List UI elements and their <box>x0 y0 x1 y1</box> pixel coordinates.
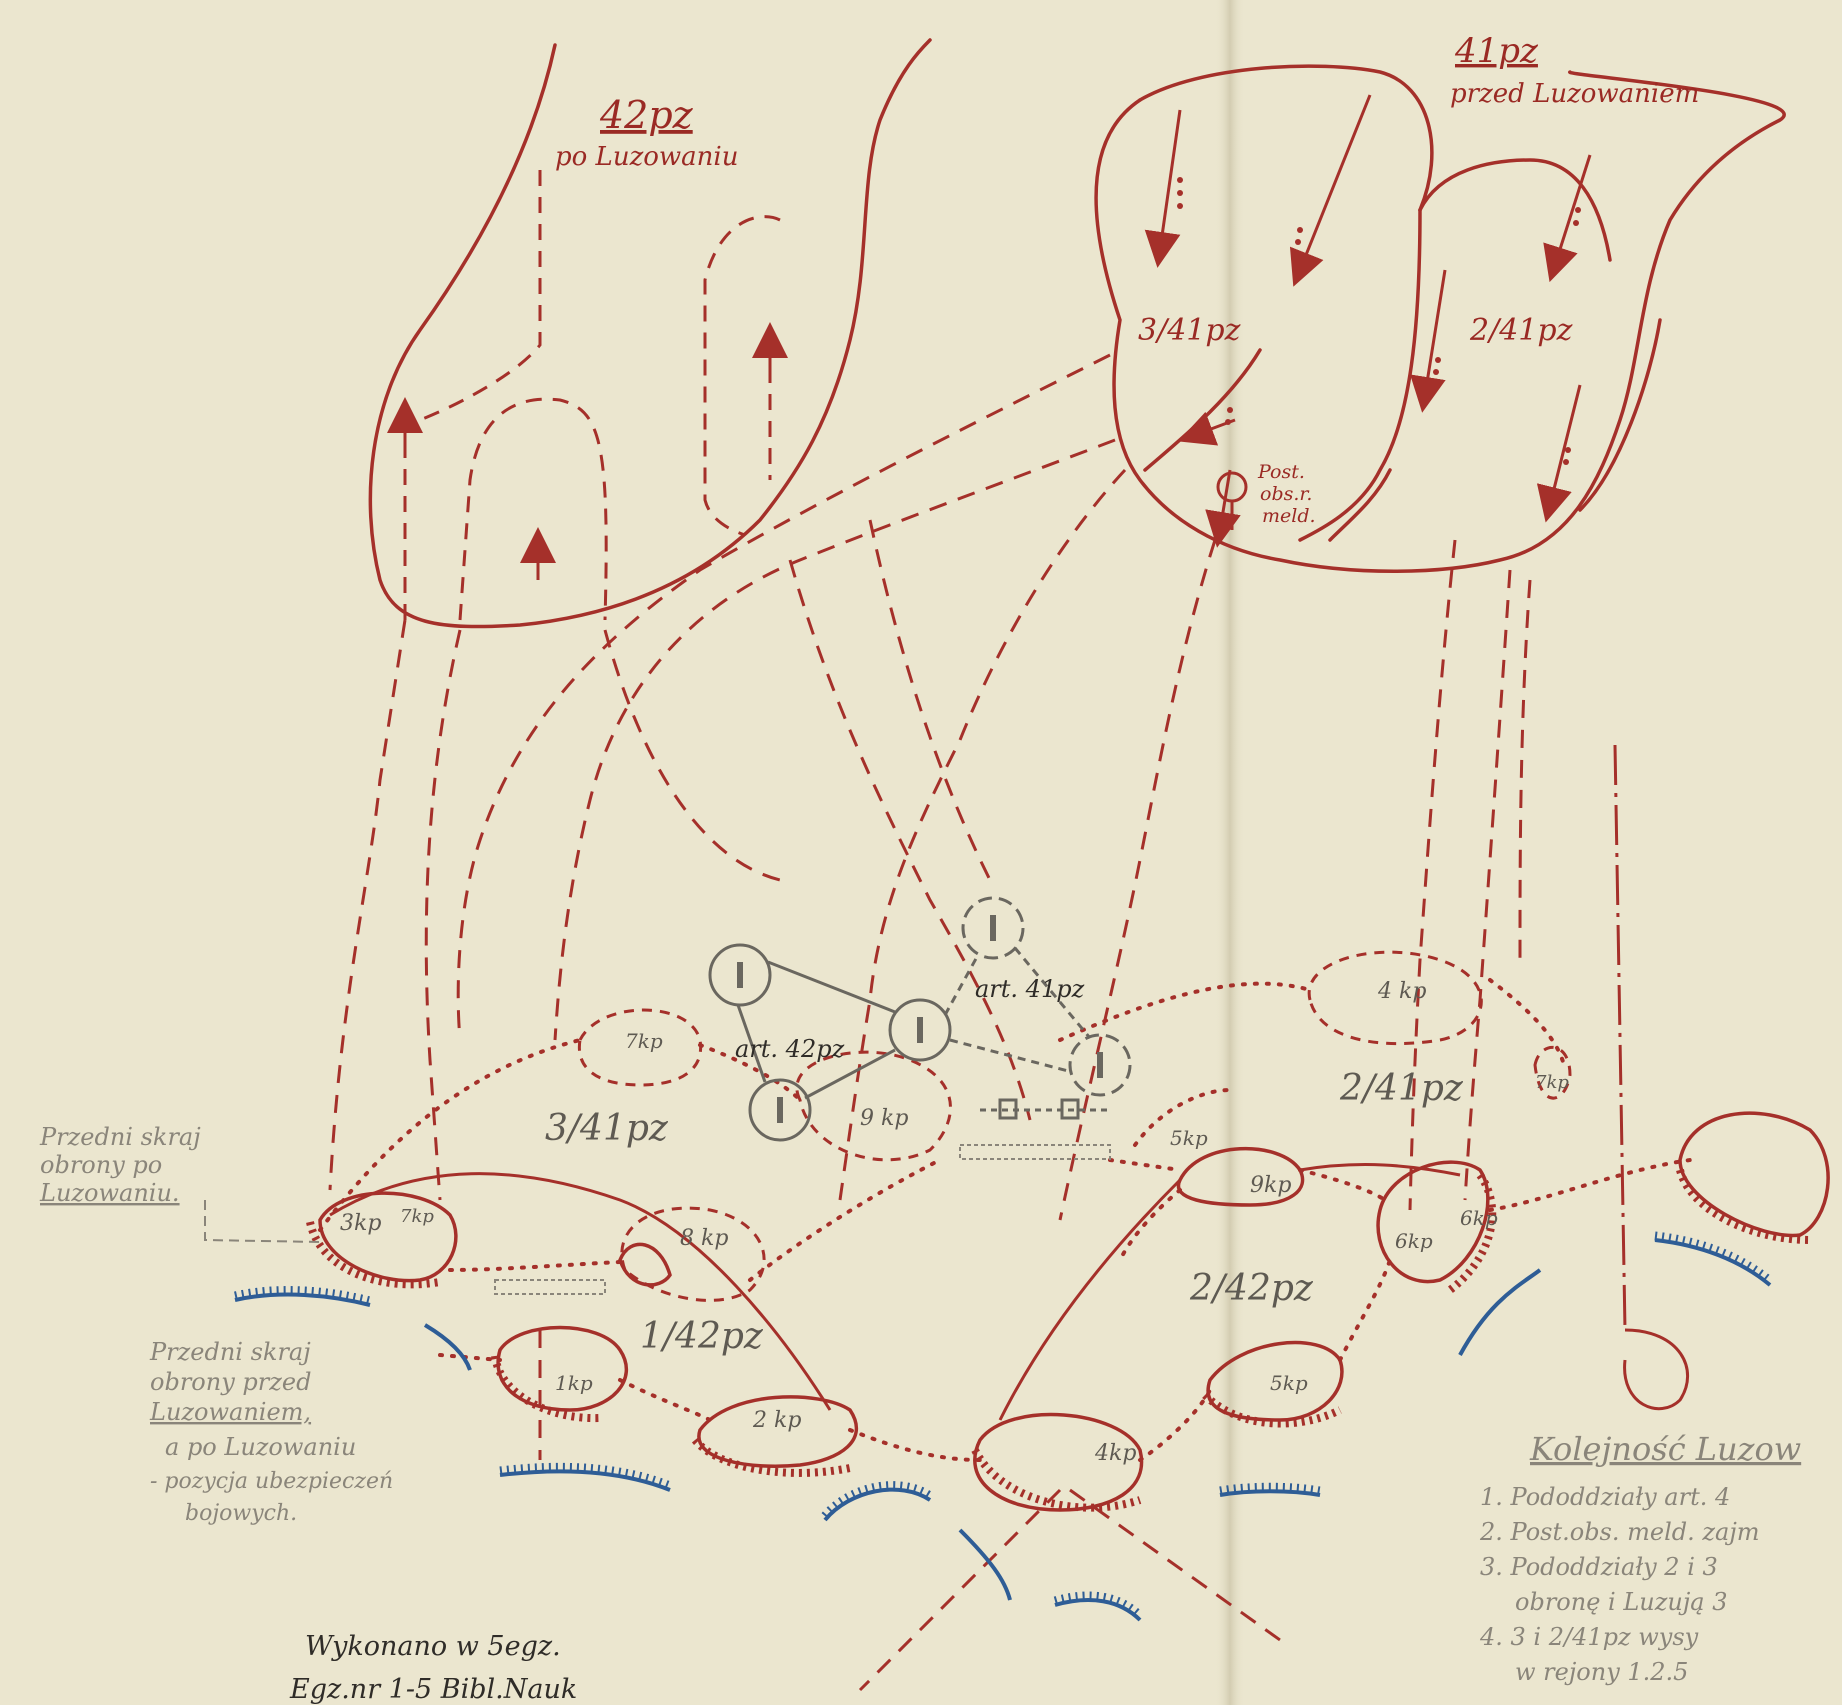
battalion-2-41-top: 2/41pz <box>1469 313 1573 348</box>
legend-item-6: w rejony 1.2.5 <box>1515 1658 1688 1686</box>
company-7kp-small: 7kp <box>400 1206 434 1227</box>
company-8kp: 8 kp <box>680 1226 728 1251</box>
company-9kp-mid: 9 kp <box>860 1106 908 1131</box>
company-5kp-low: 5kp <box>1270 1371 1308 1395</box>
observation-post-label-1: Post. <box>1257 461 1305 483</box>
battalion-2-41-low: 2/41pz <box>1339 1068 1464 1109</box>
observation-post-label-2: obs.r. <box>1260 483 1312 505</box>
company-4kp-top: 4 kp <box>1377 979 1426 1004</box>
front-edge-after-2: obrony po <box>40 1151 162 1179</box>
footer-line-2: Egz.nr 1-5 Bibl.Nauk <box>289 1674 577 1705</box>
front-edge-after-1: Przedni skraj <box>39 1123 201 1151</box>
battalion-1-42: 1/42pz <box>640 1316 764 1357</box>
artillery-41-label: art. 41pz <box>975 975 1085 1003</box>
legend-item-3: 3. Pododdziały 2 i 3 <box>1480 1553 1718 1581</box>
company-2kp: 2 kp <box>752 1408 801 1433</box>
battalion-3-41-low: 3/41pz <box>545 1108 669 1149</box>
battalion-3-41-top: 3/41pz <box>1138 313 1241 348</box>
front-edge-after-3: Luzowaniu. <box>39 1179 180 1207</box>
company-7kp-top: 7kp <box>625 1029 663 1053</box>
company-6kp-b: 6kp <box>1395 1229 1433 1253</box>
company-3kp: 3kp <box>340 1211 381 1236</box>
front-edge-before-4: a po Luzowaniu <box>165 1433 356 1461</box>
company-5kp-mid: 5kp <box>1170 1126 1208 1150</box>
legend-item-2: 2. Post.obs. meld. zajm <box>1479 1518 1760 1546</box>
footer-line-1: Wykonano w 5egz. <box>305 1631 561 1662</box>
legend-item-5: 4. 3 i 2/41pz wysy <box>1479 1623 1699 1651</box>
front-edge-before-5: - pozycja ubezpieczeń <box>150 1469 393 1494</box>
legend-item-4: obronę i Luzują 3 <box>1515 1588 1727 1616</box>
company-1kp: 1kp <box>555 1371 593 1395</box>
artillery-42-label: art. 42pz <box>735 1035 845 1063</box>
front-edge-before-1: Przedni skraj <box>149 1338 311 1366</box>
company-9kp-right: 9kp <box>1250 1173 1291 1198</box>
bde42-subtitle: po Luzowaniu <box>555 142 739 172</box>
bde41-subtitle: przed Luzowaniem <box>1450 79 1699 109</box>
front-edge-before-3: Luzowaniem, <box>149 1398 311 1426</box>
company-4kp-low: 4kp <box>1094 1441 1136 1466</box>
front-edge-before-6: bojowych. <box>185 1501 297 1526</box>
legend-title: Kolejność Luzow <box>1529 1430 1801 1468</box>
front-edge-before-2: obrony przed <box>150 1368 311 1396</box>
legend-item-1: 1. Pododdziały art. 4 <box>1480 1483 1730 1511</box>
observation-post-label-3: meld. <box>1262 505 1316 527</box>
bde42-title: 42pz <box>599 93 694 137</box>
paper-fold <box>1215 0 1245 1705</box>
company-6kp-a: 6kp <box>1460 1206 1498 1230</box>
bde41-title: 41pz <box>1454 31 1539 71</box>
battalion-2-42: 2/42pz <box>1189 1268 1314 1309</box>
company-far-right: 7kp <box>1535 1072 1569 1093</box>
